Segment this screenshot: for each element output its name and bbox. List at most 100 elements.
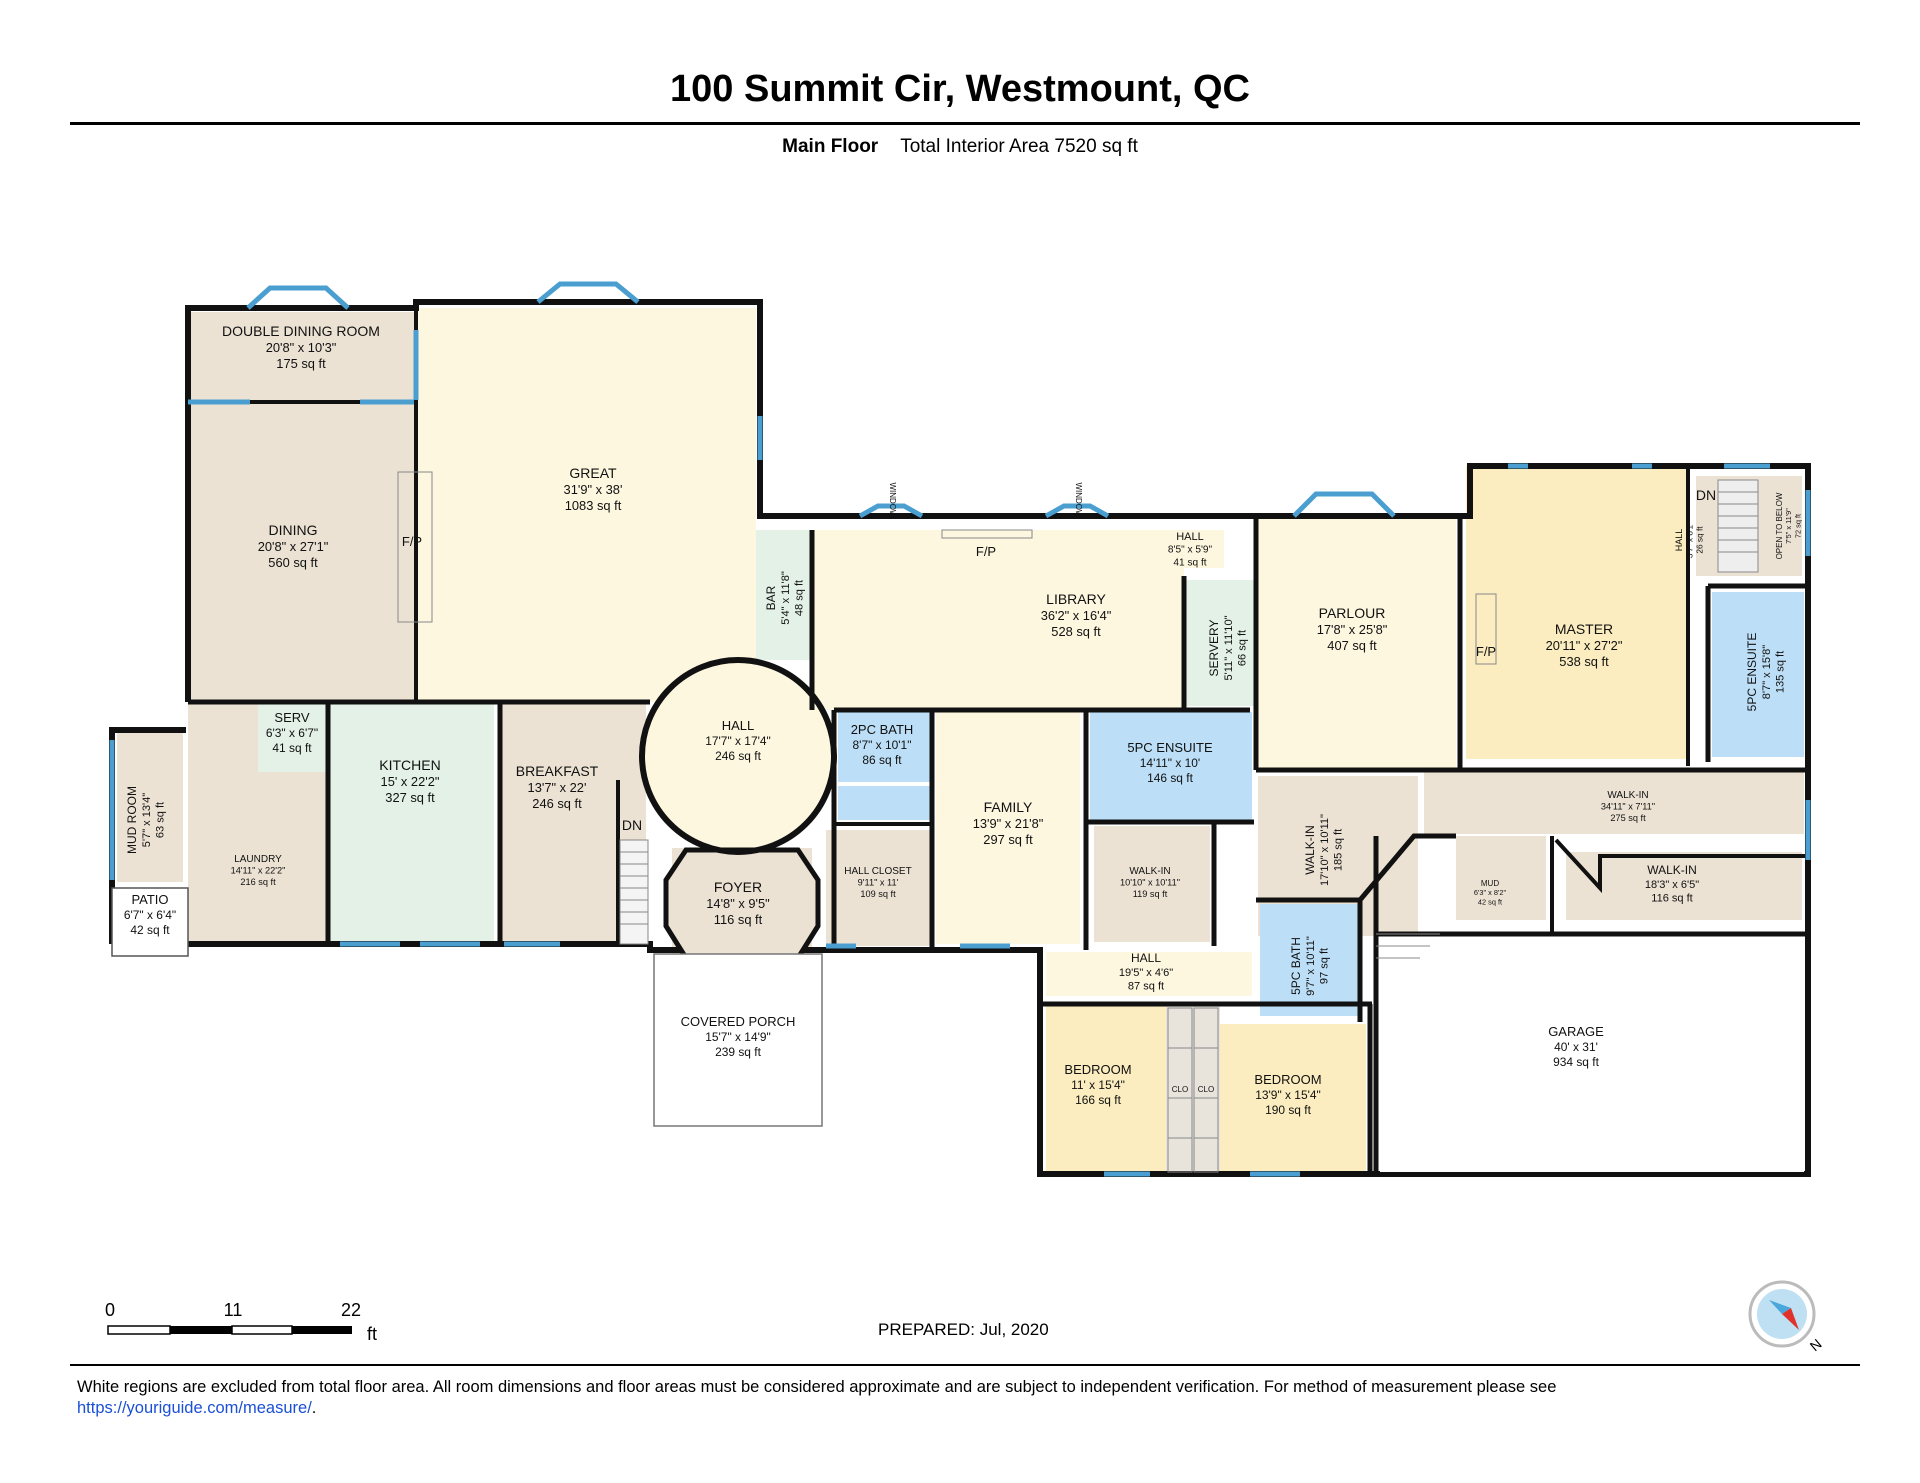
- room-name: DINING: [269, 522, 318, 538]
- room-area: 166 sq ft: [1075, 1093, 1122, 1107]
- room-dims: 40' x 31': [1554, 1040, 1598, 1054]
- room-name: WALK-IN: [1303, 825, 1317, 875]
- room-dims: 13'9" x 15'4": [1255, 1088, 1321, 1102]
- stairs-east: [1717, 479, 1759, 573]
- scale-label-22: 22: [341, 1302, 361, 1320]
- room-name: 5PC ENSUITE: [1127, 740, 1213, 755]
- compass-icon: N: [1748, 1280, 1825, 1355]
- fill-mud-room: [117, 732, 183, 882]
- room-name: FOYER: [714, 879, 762, 895]
- window-bay-library-2: [1044, 503, 1110, 519]
- room-name: BEDROOM: [1254, 1072, 1321, 1087]
- title-rule: [70, 122, 1860, 125]
- room-area: 109 sq ft: [860, 889, 896, 899]
- fill-bedroom-west: [1046, 1006, 1174, 1172]
- patio-outline: [111, 887, 189, 957]
- fireplace-label-master: F/P: [1476, 644, 1496, 659]
- measure-link[interactable]: https://youriguide.com/measure/: [77, 1399, 312, 1417]
- fireplace-box-library: [941, 529, 1033, 539]
- fill-ensuite-5pc: [1090, 712, 1252, 820]
- room-dims: 9'11" x 11': [858, 878, 899, 888]
- stairs-label-east: DN: [1696, 487, 1716, 503]
- room-dims: 6'3" x 8'2": [1474, 888, 1507, 897]
- room-dims: 14'8" x 9'5": [706, 896, 770, 911]
- room-dims: 17'8" x 25'8": [1317, 622, 1388, 637]
- room-dims: 14'11" x 10': [1140, 756, 1200, 770]
- window-bay-library-1: [858, 503, 924, 519]
- scale-label-0: 0: [105, 1302, 115, 1320]
- room-name: HALL: [1131, 951, 1161, 965]
- closet-label-2: CLO: [1198, 1085, 1214, 1094]
- room-name: HALL: [1674, 529, 1684, 552]
- room-name: 5PC BATH: [1289, 937, 1303, 995]
- disclaimer-end: .: [311, 1399, 317, 1417]
- room-name: BEDROOM: [1064, 1062, 1131, 1077]
- room-area: 42 sq ft: [130, 923, 170, 937]
- scale-label-11: 11: [224, 1302, 243, 1320]
- room-area: 87 sq ft: [1128, 981, 1164, 993]
- room-area: 48 sq ft: [794, 580, 806, 616]
- room-dims: 20'8" x 27'1": [258, 539, 329, 554]
- fill-master: [1466, 466, 1686, 759]
- room-area: 26 sq ft: [1696, 526, 1705, 554]
- room-name: DOUBLE DINING ROOM: [222, 323, 380, 339]
- room-area: 275 sq ft: [1610, 813, 1646, 823]
- room-area: 63 sq ft: [155, 802, 167, 838]
- room-name: HALL: [722, 718, 755, 733]
- room-area: 239 sq ft: [715, 1045, 762, 1059]
- disclaimer: White regions are excluded from total fl…: [77, 1377, 1617, 1419]
- room-area: 116 sq ft: [1651, 893, 1693, 905]
- room-name: WALK-IN: [1129, 866, 1170, 877]
- room-area: 42 sq ft: [1478, 897, 1502, 906]
- room-dims: 19'5" x 4'6": [1119, 967, 1173, 979]
- compass-north: N: [1807, 1336, 1825, 1355]
- room-name: LIBRARY: [1046, 591, 1106, 607]
- room-hall-south: HALL 19'5" x 4'6" 87 sq ft: [1119, 951, 1173, 993]
- room-area: 297 sq ft: [983, 832, 1033, 847]
- fill-dining: [188, 402, 416, 702]
- room-area: 538 sq ft: [1559, 654, 1609, 669]
- disclaimer-text: White regions are excluded from total fl…: [77, 1378, 1557, 1396]
- fireplace-box-great: [397, 471, 433, 623]
- window-label-1: WINDOW: [888, 482, 897, 518]
- room-dims: 6'3" x 6'7": [266, 726, 318, 740]
- fireplace-box-master: [1475, 593, 1497, 665]
- room-dims: 20'8" x 10'3": [266, 340, 337, 355]
- wall-walkin-east: [1554, 838, 1808, 894]
- room-dims: 15'7" x 14'9": [705, 1030, 771, 1044]
- fill-serv: [258, 702, 328, 772]
- room-area: 327 sq ft: [385, 790, 435, 805]
- fill-hall-round: [642, 660, 834, 852]
- fill-great: [416, 308, 756, 702]
- fill-library: [812, 530, 1184, 710]
- fixtures: [397, 471, 1759, 1173]
- room-dims: 3'7" x 8'1": [1685, 522, 1694, 558]
- room-name: FAMILY: [984, 799, 1033, 815]
- room-dims: 7'5" x 11'9": [1784, 508, 1793, 544]
- fill-ensuite-master: [1712, 592, 1804, 757]
- page-title: 100 Summit Cir, Westmount, QC: [670, 68, 1250, 110]
- walls: [109, 299, 1811, 1177]
- window-bay-dining: [246, 285, 350, 310]
- fill-hall-south: [1046, 952, 1252, 996]
- fill-2pc-bath: [838, 712, 930, 782]
- window-label-2: WINDOW: [1074, 482, 1083, 518]
- room-name: HALL: [1176, 531, 1204, 543]
- room-area: 528 sq ft: [1051, 624, 1101, 639]
- room-name: SERVERY: [1207, 620, 1221, 677]
